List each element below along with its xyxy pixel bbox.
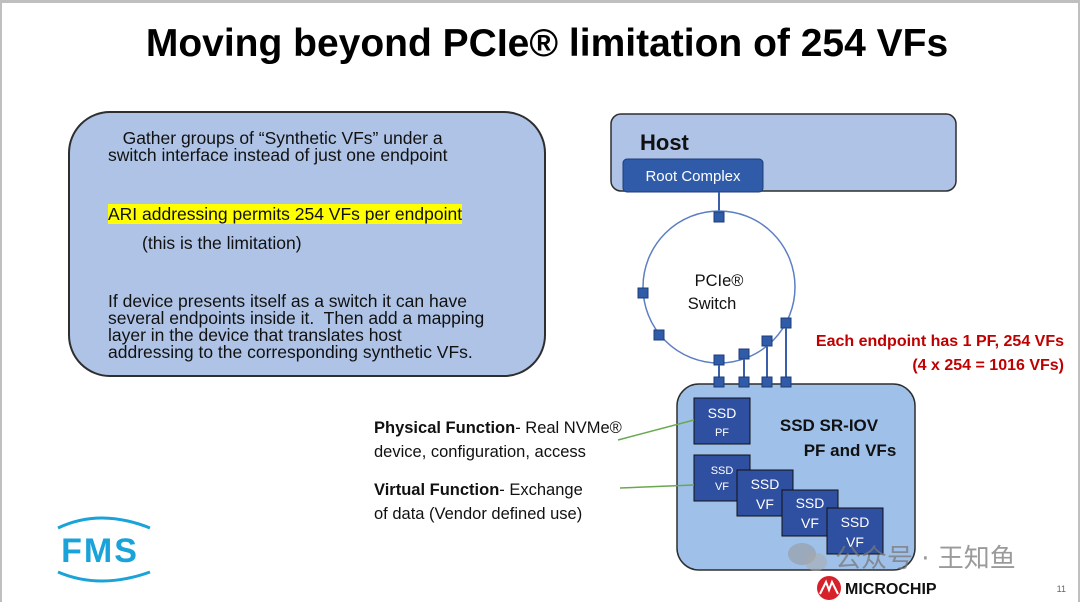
highlight-text: ARI addressing permits 254 VFs per endpo… [108, 204, 463, 224]
physical-function-rest: - Real NVMe® [515, 419, 622, 437]
microchip-logo-glyph [819, 579, 839, 595]
root-complex-label: Root Complex [645, 168, 741, 185]
info-paragraph-3: If device presents itself as a switch it… [108, 291, 485, 362]
fms-logo-arc-bottom [57, 570, 151, 583]
red-note: Each endpoint has 1 PF, 254 VFs (4 x 254… [816, 330, 1064, 378]
root-complex-box [622, 158, 764, 193]
ssd-box-title-line1: SSD SR-IOV [780, 416, 879, 435]
ssd-vf-1-top: SSD [711, 465, 734, 477]
physical-function-line2: device, configuration, access [374, 443, 586, 461]
switch-port-downstream-1 [713, 354, 725, 366]
wechat-icon [788, 543, 827, 571]
ssd-pf-top: SSD [708, 405, 737, 421]
watermark-text: 公众号 · 王知鱼 [835, 544, 1016, 574]
info-highlight-line: ARI addressing permits 254 VFs per endpo… [108, 204, 463, 224]
fms-logo-text: FMS [61, 532, 139, 570]
pf-callout-line [617, 419, 695, 441]
switch-label-line1: PCIe® [695, 272, 744, 290]
ssd-port-3 [761, 376, 773, 388]
vf-callout-line [619, 484, 695, 489]
info-paragraph-1: Gather groups of “Synthetic VFs” under a… [108, 128, 448, 165]
microchip-logo-text: MICROCHIP [845, 581, 937, 598]
ssd-vf-4-bottom: VF [846, 534, 864, 550]
wechat-icon-bubble-2 [805, 553, 827, 571]
ssd-pf-bottom: PF [715, 427, 729, 439]
virtual-function-bold: Virtual Function [374, 481, 500, 499]
switch-port-left [637, 287, 649, 299]
ssd-vf-block-4 [826, 507, 884, 555]
frame-right-border [1078, 0, 1080, 602]
microchip-logo: MICROCHIP [817, 576, 937, 600]
ssd-pf-block [693, 397, 751, 445]
switch-port-downstream-2 [738, 348, 750, 360]
virtual-function-label: Virtual Function- Exchange of data (Vend… [374, 478, 583, 526]
ssd-vf-4-top: SSD [841, 514, 870, 530]
ssd-vf-2-bottom: VF [756, 496, 774, 512]
ssd-box-title-line2: PF and VFs [804, 441, 897, 460]
physical-function-label: Physical Function- Real NVMe® device, co… [374, 416, 622, 464]
switch-label-line2: Switch [688, 295, 737, 313]
ssd-vf-3-bottom: VF [801, 515, 819, 531]
fms-logo-arc-top [57, 516, 151, 530]
ssd-port-2 [738, 376, 750, 388]
host-label: Host [640, 130, 690, 155]
switch-port-downstream-4 [780, 317, 792, 329]
fms-logo: FMS [57, 516, 151, 583]
red-note-line1: Each endpoint has 1 PF, 254 VFs [815, 333, 1064, 350]
info-box [68, 111, 546, 377]
ssd-vf-2-top: SSD [751, 476, 780, 492]
ssd-port-4 [780, 376, 792, 388]
frame-left-border [0, 0, 2, 602]
switch-port-lower-left [653, 329, 665, 341]
ssd-vf-1-bottom: VF [715, 481, 729, 493]
ssd-port-1 [713, 376, 725, 388]
frame-top-border [0, 0, 1080, 3]
ssd-vf-3-top: SSD [796, 495, 825, 511]
info-paragraph-2: (this is the limitation) [108, 233, 302, 253]
page-number: 11 [1056, 584, 1066, 594]
slide-title: Moving beyond PCIe® limitation of 254 VF… [145, 22, 949, 65]
red-note-line2: (4 x 254 = 1016 VFs) [912, 357, 1064, 374]
switch-port-downstream-3 [761, 335, 773, 347]
switch-port-top [713, 211, 725, 223]
virtual-function-line2: of data (Vendor defined use) [374, 505, 583, 523]
physical-function-bold: Physical Function [374, 419, 516, 437]
virtual-function-rest: - Exchange [499, 481, 583, 499]
